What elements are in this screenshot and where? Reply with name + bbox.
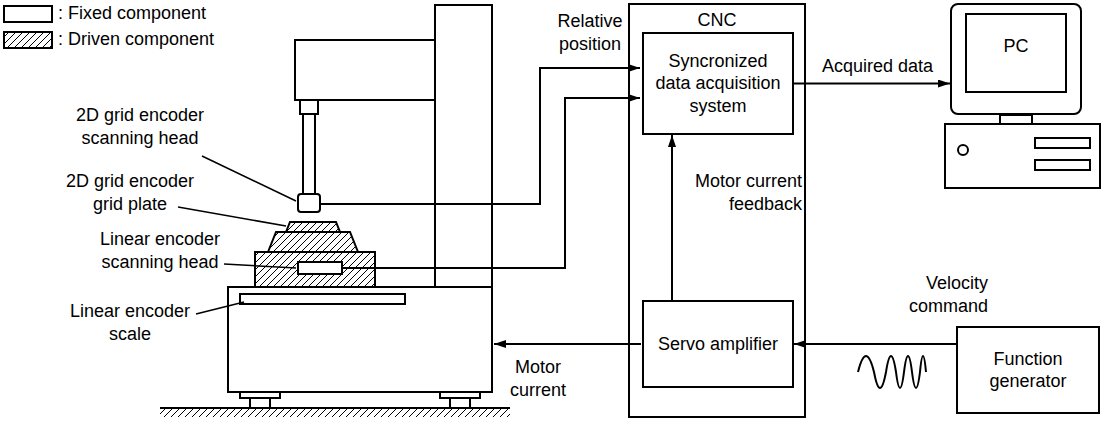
leader-line xyxy=(196,302,244,314)
linear-scanning-head xyxy=(298,262,342,274)
computer-monitor: PC xyxy=(950,3,1082,115)
node-label: Syncronized data acquisition system xyxy=(650,50,786,118)
signal-label: Relative position xyxy=(548,10,632,55)
machine-base xyxy=(228,287,492,392)
connector-arrow xyxy=(794,343,956,345)
part-label: Linear encoder scale xyxy=(60,300,200,345)
process-box: Servo amplifier xyxy=(642,300,794,388)
linear-scale xyxy=(240,294,405,304)
pc-neck xyxy=(1000,115,1032,124)
legend-label: : Fixed component xyxy=(58,3,206,25)
signal-wire xyxy=(494,343,641,345)
machine-foot xyxy=(450,398,470,408)
pc-screen xyxy=(966,14,1066,92)
part-label: 2D grid encoder grid plate xyxy=(60,170,200,215)
hatch-swatch xyxy=(4,32,52,48)
leader-line xyxy=(178,207,286,226)
ground-hatch xyxy=(160,408,510,417)
spindle-head xyxy=(295,40,435,100)
part-label: 2D grid encoder scanning head xyxy=(70,104,210,149)
process-box: Syncronized data acquisition system xyxy=(642,32,794,135)
connector-arrow xyxy=(671,135,673,300)
machine-column xyxy=(435,5,492,287)
pc-drive xyxy=(1035,138,1090,148)
grid-scanning-head xyxy=(298,194,320,212)
connector-arrow xyxy=(794,83,950,85)
node-label: Function generator xyxy=(964,348,1092,393)
leader-line xyxy=(224,264,296,268)
grid-plate xyxy=(286,222,340,232)
pc-button xyxy=(958,145,968,155)
sine-wave-symbol xyxy=(858,356,926,388)
edge-label: Acquired data xyxy=(810,55,945,78)
legend-item: : Driven component xyxy=(3,29,214,51)
spindle-collar xyxy=(300,100,318,114)
part-label: Linear encoder scanning head xyxy=(90,228,230,273)
legend-label: : Driven component xyxy=(58,29,214,51)
process-box: Function generator xyxy=(956,326,1100,414)
node-label: Servo amplifier xyxy=(658,333,778,356)
edge-label: Motor current feedback xyxy=(680,170,802,215)
legend-swatch xyxy=(3,5,53,23)
machine-foot xyxy=(250,398,270,408)
pc-drive xyxy=(1035,160,1090,170)
signal-label: Motor current xyxy=(498,356,578,401)
edge-label: Velocity command xyxy=(900,272,988,317)
spindle xyxy=(303,114,315,194)
signal-wire xyxy=(342,98,640,268)
legend-item: : Fixed component xyxy=(3,3,206,25)
signal-wire xyxy=(320,68,640,204)
node-label: PC xyxy=(1003,35,1028,58)
lower-table xyxy=(255,252,375,287)
upper-table xyxy=(268,232,358,252)
legend-swatch xyxy=(3,31,53,49)
pc-case xyxy=(945,124,1100,188)
node-label: CNC xyxy=(698,9,737,32)
leader-line xyxy=(202,156,296,201)
